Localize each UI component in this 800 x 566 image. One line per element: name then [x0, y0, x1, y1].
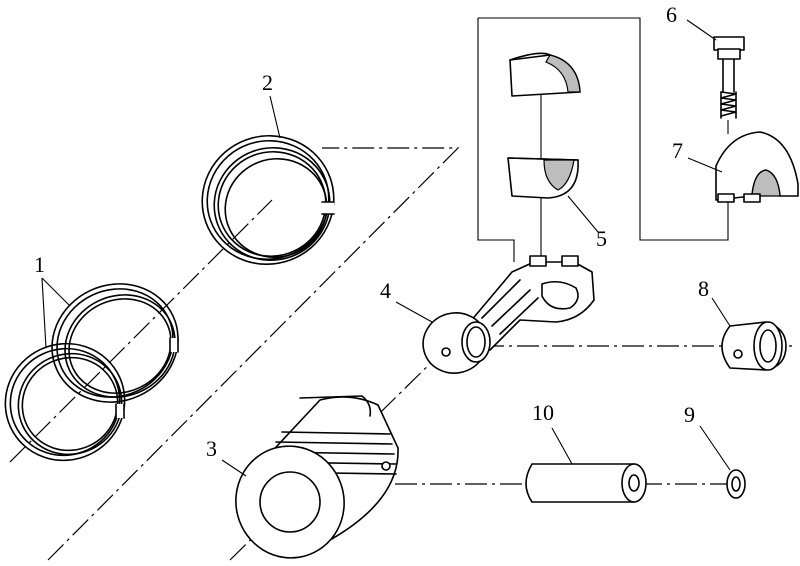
leader-9 — [699, 425, 731, 471]
ring-axis — [9, 199, 273, 463]
label-part-7: 7 — [672, 138, 683, 163]
leader-5 — [567, 195, 599, 233]
bearing-shell-upper — [509, 52, 581, 97]
label-part-1: 1 — [34, 252, 45, 277]
label-part-3: 3 — [206, 436, 217, 461]
ring-plane-guide — [47, 147, 460, 561]
label-part-6: 6 — [666, 2, 677, 27]
label-part-10: 10 — [532, 400, 554, 425]
leader-8 — [711, 297, 731, 327]
leader-3 — [221, 459, 247, 477]
leader-4 — [395, 301, 433, 323]
label-part-5: 5 — [596, 226, 607, 251]
oil-ring-lower — [4, 342, 126, 462]
connecting-rod — [422, 255, 595, 374]
bearing-shells — [507, 52, 581, 199]
rod-guide — [477, 18, 515, 262]
label-part-8: 8 — [698, 276, 709, 301]
oil-ring-upper — [51, 283, 179, 403]
rod-cap — [715, 131, 799, 203]
circlip — [726, 469, 746, 499]
leader-10 — [551, 427, 573, 465]
part-numbers: 1 2 3 4 5 6 7 8 9 10 — [34, 2, 709, 461]
leader-6 — [686, 19, 717, 41]
cap-guide — [478, 17, 729, 241]
piston — [235, 395, 399, 559]
label-part-9: 9 — [684, 402, 695, 427]
oil-rings — [4, 283, 179, 462]
leader-lines — [41, 19, 731, 477]
label-part-4: 4 — [380, 278, 391, 303]
leader-2 — [269, 95, 281, 139]
leader-7 — [687, 157, 723, 173]
piston-pin — [525, 463, 647, 503]
rod-bolt — [713, 36, 745, 119]
compression-ring — [201, 134, 335, 266]
leader-1a — [41, 277, 47, 349]
small-end-bushing — [721, 321, 787, 371]
bearing-shell-lower — [507, 157, 579, 199]
leader-1b — [41, 277, 71, 307]
label-part-2: 2 — [262, 70, 273, 95]
